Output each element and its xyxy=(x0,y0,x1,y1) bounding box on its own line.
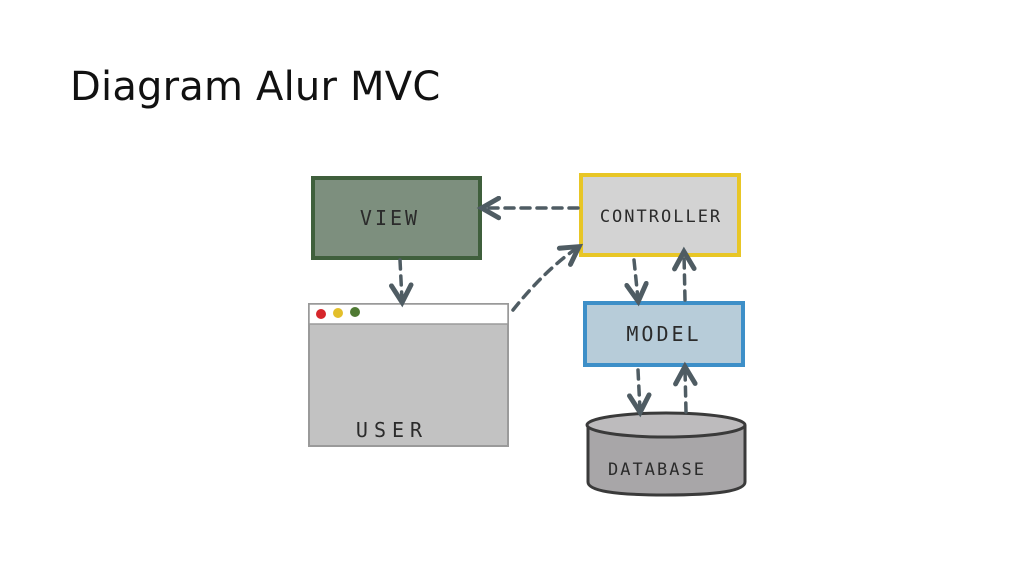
view-label: VIEW xyxy=(360,206,420,230)
arrow-model-to-database xyxy=(638,368,640,410)
model-node: MODEL xyxy=(583,301,745,367)
controller-node: CONTROLLER xyxy=(579,173,741,257)
arrow-user-to-controller xyxy=(511,248,577,312)
view-box xyxy=(311,176,482,260)
slide-title: Diagram Alur MVC xyxy=(70,64,441,110)
arrow-model-to-controller xyxy=(684,254,685,302)
model-box xyxy=(583,301,745,367)
database-node: DATABASE xyxy=(585,411,747,497)
user-node: USER xyxy=(308,303,509,447)
controller-box xyxy=(579,173,741,257)
arrow-controller-to-model xyxy=(634,258,638,299)
user-label: USER xyxy=(356,418,428,442)
database-label: DATABASE xyxy=(608,460,706,480)
arrow-database-to-model xyxy=(685,369,686,414)
window-maximize-dot-icon xyxy=(350,307,360,317)
view-node: VIEW xyxy=(311,176,482,260)
window-close-dot-icon xyxy=(316,309,326,319)
database-top xyxy=(585,411,747,439)
controller-label: CONTROLLER xyxy=(600,207,722,227)
user-window xyxy=(308,303,509,447)
window-minimize-dot-icon xyxy=(333,308,343,318)
arrow-view-to-user xyxy=(400,258,402,300)
database-body xyxy=(586,425,747,497)
model-label: MODEL xyxy=(626,322,701,346)
